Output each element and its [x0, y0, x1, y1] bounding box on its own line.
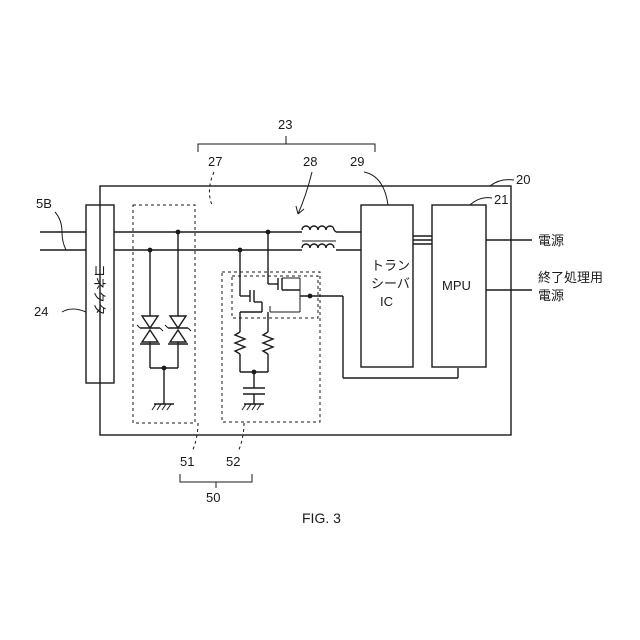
leader-52 [238, 423, 244, 452]
mpu-label: MPU [442, 278, 471, 293]
ref-52: 52 [226, 454, 240, 469]
switch-transistors [240, 278, 300, 312]
choke-leader [298, 172, 312, 214]
figure-caption: FIG. 3 [302, 510, 341, 526]
bracket-50 [180, 474, 252, 482]
ref-23: 23 [278, 117, 292, 132]
ref-29: 29 [350, 154, 364, 169]
ref-27: 27 [208, 154, 222, 169]
ground-symbol-27 [152, 404, 174, 410]
cable-leader [55, 212, 66, 250]
leader-21 [470, 198, 492, 205]
choke-coil [302, 226, 336, 248]
tvs-diode-left [137, 248, 163, 368]
leader-29 [364, 172, 388, 205]
bracket-23 [198, 144, 375, 152]
device-frame [100, 186, 511, 435]
shutdown-power-label-2: 電源 [538, 289, 564, 304]
shutdown-power-label-1: 終了処理用 [538, 270, 603, 286]
resistor-right [263, 332, 273, 354]
ground-symbol-52 [242, 404, 264, 410]
ref-24: 24 [34, 304, 48, 319]
ref-50: 50 [206, 490, 220, 505]
transceiver-label-3: IC [380, 294, 393, 309]
leader-51 [192, 423, 198, 452]
ref-28: 28 [303, 154, 317, 169]
ref-20: 20 [516, 172, 530, 187]
connector-label: コネクタ [91, 264, 106, 315]
ref-51: 51 [180, 454, 194, 469]
termination-box-52 [222, 272, 320, 422]
ref-21: 21 [494, 192, 508, 207]
transceiver-label-2: シーバ [371, 277, 410, 292]
power-label: 電源 [538, 234, 564, 249]
ref-5b: 5B [36, 196, 52, 211]
leader-24 [62, 309, 86, 312]
leader-20 [490, 180, 514, 186]
transceiver-label-1: トラン [371, 259, 410, 274]
resistor-left [235, 332, 245, 354]
leader-27 [209, 172, 214, 205]
